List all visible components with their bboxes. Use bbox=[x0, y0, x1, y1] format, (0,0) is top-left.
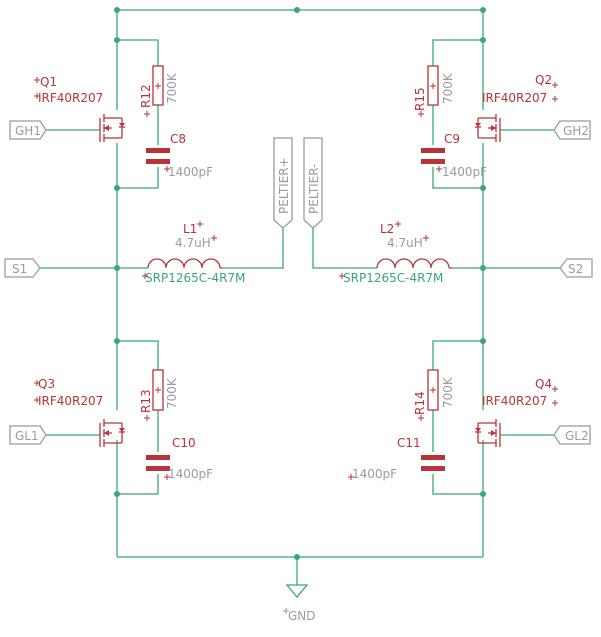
port-peltier-plus[interactable]: PELTIER+ bbox=[273, 137, 293, 229]
l1-value: 4.7uH bbox=[175, 236, 211, 250]
q3-value: IRF40R207 bbox=[38, 394, 103, 408]
r12-value: 700K bbox=[165, 72, 179, 104]
c11-value: 1400pF bbox=[352, 467, 397, 481]
inductor-l2[interactable] bbox=[376, 258, 452, 269]
c11-ref: C11 bbox=[397, 436, 421, 450]
resistor-pin-markers bbox=[155, 83, 436, 393]
r15-ref: R15 bbox=[413, 87, 427, 111]
capacitor-c11[interactable] bbox=[421, 455, 445, 471]
q1-ref: Q1 bbox=[40, 75, 57, 89]
capacitor-pin-markers bbox=[144, 111, 442, 480]
port-gl1[interactable]: GL1 bbox=[9, 425, 47, 445]
l1-part: SRP1265C-4R7M bbox=[145, 271, 245, 285]
port-gl1-label: GL1 bbox=[15, 429, 39, 443]
capacitor-c9[interactable] bbox=[421, 148, 445, 164]
c9-value: 1400pF bbox=[442, 165, 487, 179]
mosfet-q2[interactable] bbox=[475, 114, 501, 142]
q2-ref: Q2 bbox=[535, 73, 552, 87]
port-gh1-label: GH1 bbox=[15, 124, 41, 138]
port-peltier-plus-label: PELTIER+ bbox=[277, 157, 291, 214]
capacitor-c8[interactable] bbox=[146, 148, 170, 164]
q2-value: IRF40R207 bbox=[482, 91, 547, 105]
c8-value: 1400pF bbox=[168, 165, 213, 179]
inductor-pin-markers bbox=[142, 221, 429, 279]
c10-ref: C10 bbox=[172, 436, 196, 450]
r13-value: 700K bbox=[165, 377, 179, 409]
mosfet-q3[interactable] bbox=[99, 419, 125, 447]
capacitor-c10[interactable] bbox=[146, 455, 170, 471]
resistor-r15[interactable] bbox=[427, 65, 439, 106]
q1-value: IRF40R207 bbox=[38, 91, 103, 105]
wires bbox=[40, 8, 560, 585]
l1-ref: L1 bbox=[183, 222, 197, 236]
l2-value: 4.7uH bbox=[387, 236, 423, 250]
resistor-r14[interactable] bbox=[427, 369, 439, 411]
r14-ref: R14 bbox=[413, 391, 427, 415]
l2-ref: L2 bbox=[380, 222, 394, 236]
r14-value: 700K bbox=[441, 376, 455, 408]
l2-part: SRP1265C-4R7M bbox=[343, 271, 443, 285]
gnd-label: GND bbox=[288, 609, 316, 623]
port-s2[interactable]: S2 bbox=[559, 258, 593, 278]
c9-ref: C9 bbox=[444, 132, 460, 146]
mosfet-q1[interactable] bbox=[99, 114, 125, 142]
junctions bbox=[114, 7, 486, 560]
gnd-symbol[interactable]: GND bbox=[283, 584, 316, 623]
r12-ref: R12 bbox=[139, 84, 153, 108]
transistor-pin-markers bbox=[34, 77, 558, 406]
resistor-r12[interactable] bbox=[152, 65, 164, 106]
port-gl2[interactable]: GL2 bbox=[553, 425, 591, 445]
q4-ref: Q4 bbox=[535, 377, 552, 391]
port-s2-label: S2 bbox=[568, 262, 583, 276]
inductor-l1[interactable] bbox=[147, 258, 222, 269]
port-s1[interactable]: S1 bbox=[4, 258, 41, 278]
mosfet-q4[interactable] bbox=[475, 419, 501, 447]
c8-ref: C8 bbox=[170, 132, 186, 146]
port-s1-label: S1 bbox=[12, 262, 27, 276]
q3-ref: Q3 bbox=[38, 377, 55, 391]
port-peltier-minus[interactable]: PELTIER- bbox=[303, 137, 323, 229]
port-gh2-label: GH2 bbox=[563, 124, 589, 138]
port-gh2[interactable]: GH2 bbox=[553, 120, 591, 140]
port-gl2-label: GL2 bbox=[565, 429, 589, 443]
r13-ref: R13 bbox=[139, 389, 153, 413]
r15-value: 700K bbox=[441, 72, 455, 104]
q4-value: IRF40R207 bbox=[482, 394, 547, 408]
c10-value: 1400pF bbox=[168, 467, 213, 481]
resistor-r13[interactable] bbox=[152, 369, 164, 411]
port-gh1[interactable]: GH1 bbox=[9, 120, 47, 140]
port-peltier-minus-label: PELTIER- bbox=[307, 164, 321, 214]
